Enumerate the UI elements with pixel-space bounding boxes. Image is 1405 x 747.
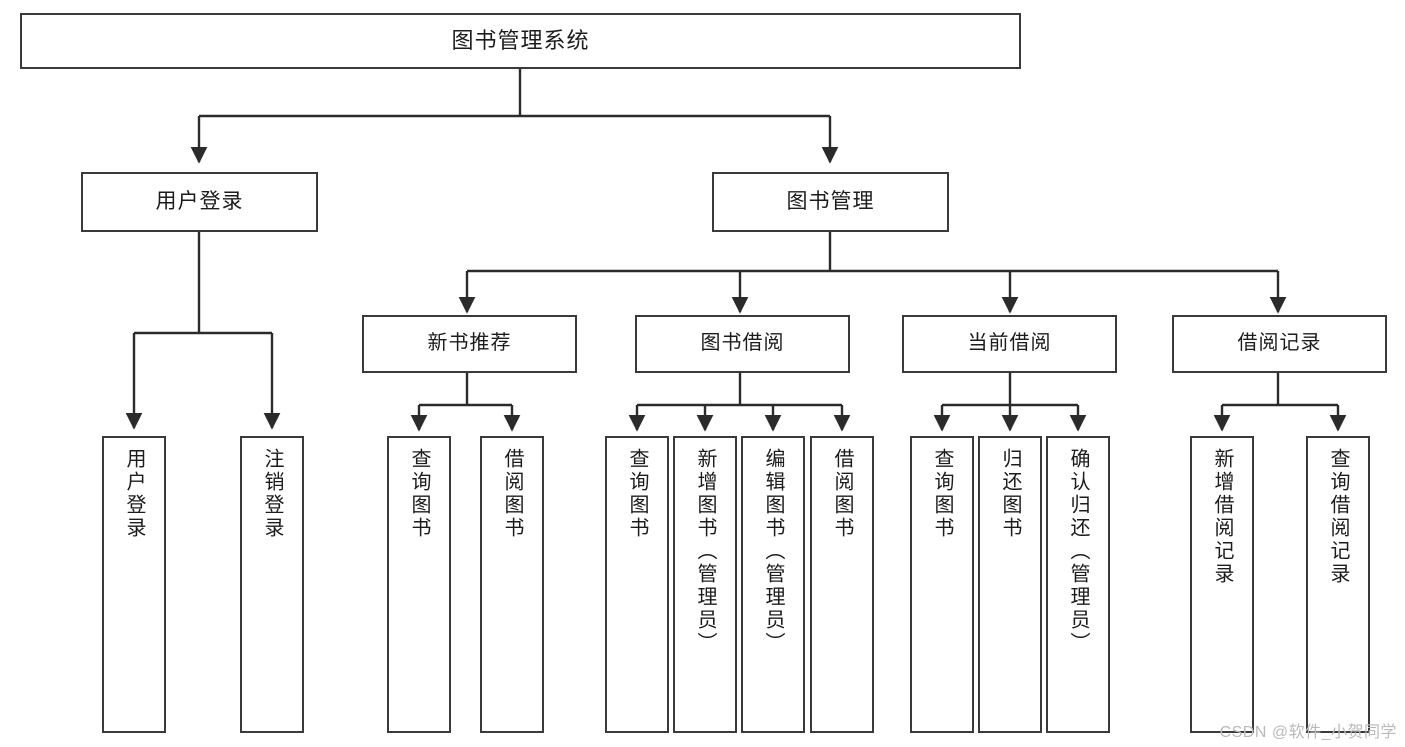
leaf-book-borrow-borrow[interactable]: 借阅图书 (810, 436, 874, 733)
node-book-borrow[interactable]: 图书借阅 (635, 315, 850, 373)
node-label: 注销登录 (261, 448, 283, 540)
leaf-borrow-record-query[interactable]: 查询借阅记录 (1306, 436, 1370, 733)
node-label: 确认归还（管理员） (1067, 448, 1089, 655)
leaf-new-book-query[interactable]: 查询图书 (387, 436, 451, 733)
node-label: 借阅图书 (501, 448, 523, 540)
leaf-borrow-record-add[interactable]: 新增借阅记录 (1190, 436, 1254, 733)
node-label: 查询图书 (931, 448, 953, 540)
node-label: 查询借阅记录 (1327, 448, 1349, 586)
node-label: 新书推荐 (427, 332, 512, 355)
node-label: 查询图书 (626, 448, 648, 540)
leaf-book-borrow-add[interactable]: 新增图书（管理员） (673, 436, 737, 733)
node-label: 新增借阅记录 (1211, 448, 1233, 586)
leaf-user-login-login[interactable]: 用户登录 (102, 436, 166, 733)
node-label: 图书管理系统 (451, 28, 590, 54)
node-label: 用户登录 (123, 448, 145, 540)
node-label: 当前借阅 (967, 332, 1052, 355)
leaf-book-borrow-query[interactable]: 查询图书 (605, 436, 669, 733)
leaf-current-borrow-return[interactable]: 归还图书 (978, 436, 1042, 733)
leaf-user-login-logout[interactable]: 注销登录 (240, 436, 304, 733)
node-label: 图书借阅 (700, 332, 785, 355)
node-root-book-management-system[interactable]: 图书管理系统 (20, 13, 1021, 69)
node-new-book-recommend[interactable]: 新书推荐 (362, 315, 577, 373)
node-borrow-record[interactable]: 借阅记录 (1172, 315, 1387, 373)
node-label: 图书管理 (786, 189, 875, 213)
node-book-management[interactable]: 图书管理 (712, 172, 949, 232)
node-label: 新增图书（管理员） (694, 448, 716, 655)
leaf-current-borrow-query[interactable]: 查询图书 (910, 436, 974, 733)
node-current-borrow[interactable]: 当前借阅 (902, 315, 1117, 373)
node-label: 借阅记录 (1237, 332, 1322, 355)
node-label: 借阅图书 (831, 448, 853, 540)
node-label: 用户登录 (155, 189, 244, 213)
node-label: 编辑图书（管理员） (762, 448, 784, 655)
node-user-login[interactable]: 用户登录 (81, 172, 318, 232)
leaf-current-borrow-confirm-return[interactable]: 确认归还（管理员） (1046, 436, 1110, 733)
leaf-new-book-borrow[interactable]: 借阅图书 (480, 436, 544, 733)
leaf-book-borrow-edit[interactable]: 编辑图书（管理员） (741, 436, 805, 733)
node-label: 归还图书 (999, 448, 1021, 540)
node-label: 查询图书 (408, 448, 430, 540)
